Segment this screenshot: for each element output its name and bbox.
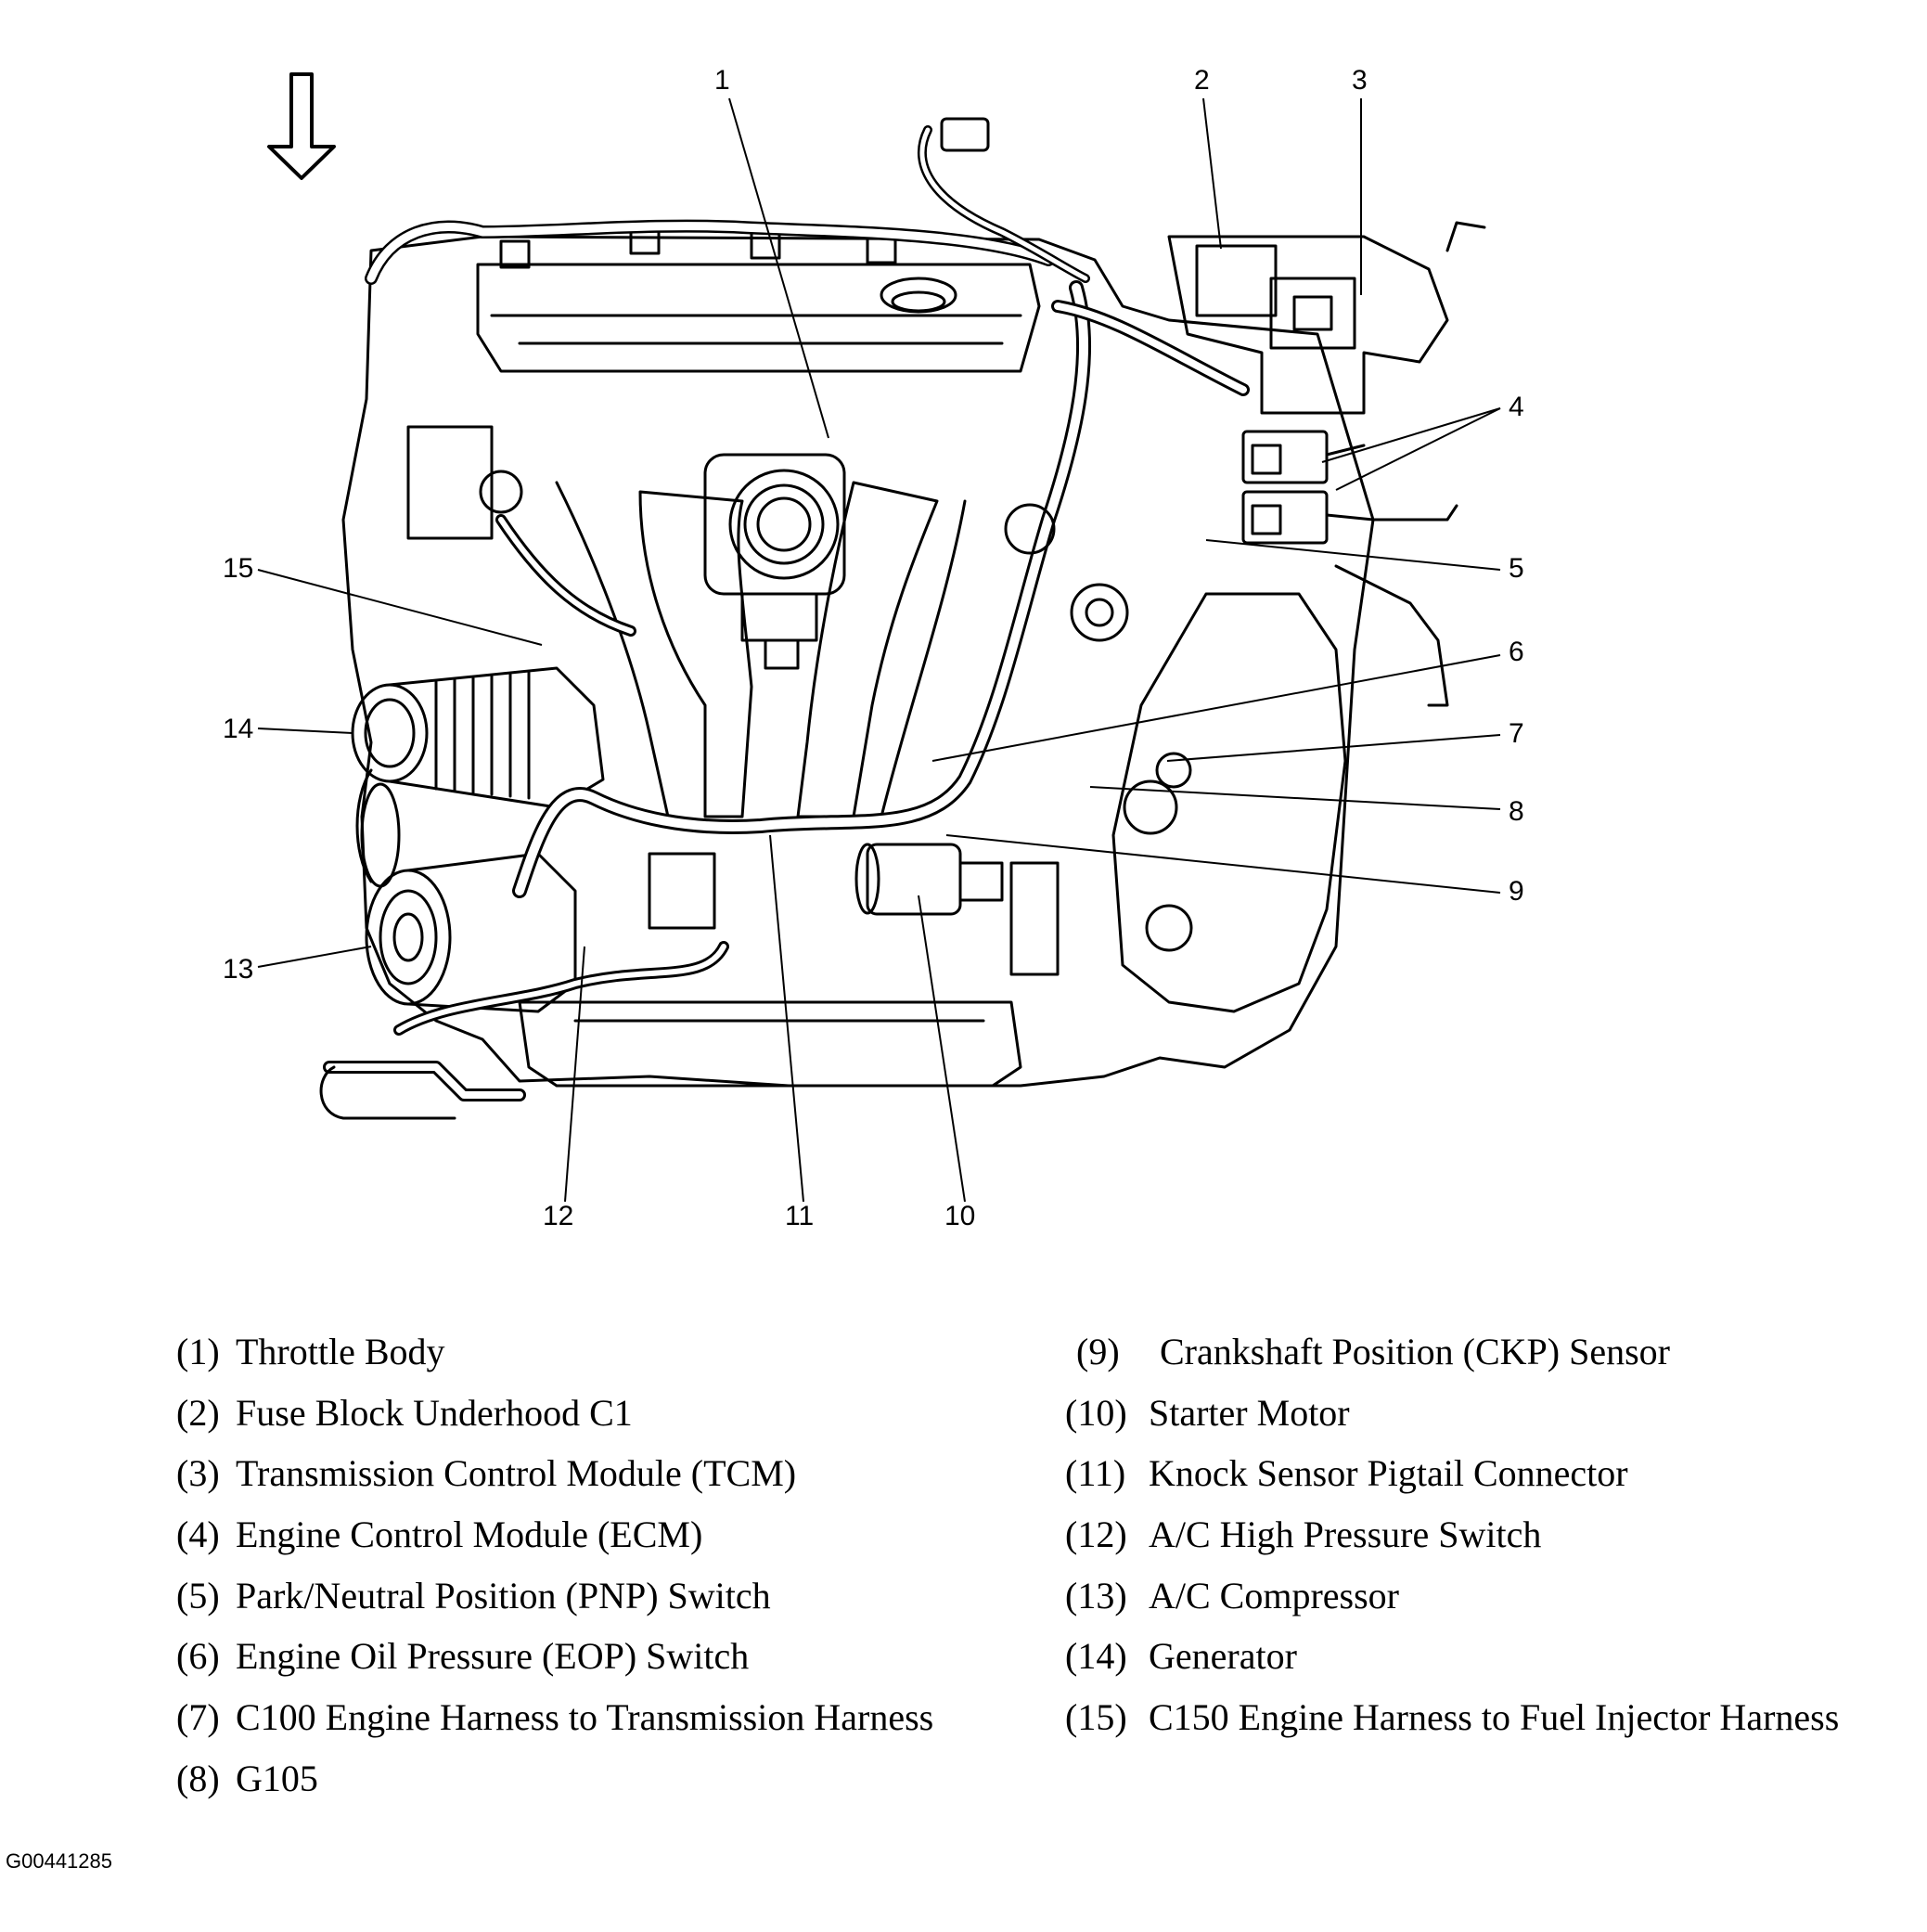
callout-4: 4: [1509, 392, 1524, 422]
callout-3: 3: [1352, 65, 1368, 96]
legend-item: (14)Generator: [1065, 1635, 1297, 1677]
legend-item: (5)Park/Neutral Position (PNP) Switch: [176, 1575, 771, 1616]
callout-9: 9: [1509, 876, 1524, 907]
starter-motor: [854, 843, 1004, 916]
legend-item: (8)G105: [176, 1758, 318, 1799]
legend-item: (4)Engine Control Module (ECM): [176, 1513, 703, 1555]
callout-5: 5: [1509, 553, 1524, 584]
leader-lines: [257, 97, 1501, 1203]
oil-pan: [518, 1000, 1022, 1088]
ac-compressor: [365, 852, 577, 1013]
callout-15: 15: [223, 553, 254, 584]
figure-id: G00441285: [6, 1849, 112, 1873]
legend-item: (3)Transmission Control Module (TCM): [176, 1452, 797, 1494]
legend-item: (1)Throttle Body: [176, 1331, 445, 1372]
generator: [351, 666, 605, 809]
callout-7: 7: [1509, 718, 1524, 749]
intake-manifold: [638, 490, 753, 818]
down-arrow-icon: [267, 72, 336, 180]
legend-item: (10)Starter Motor: [1065, 1392, 1350, 1434]
callout-13: 13: [223, 954, 254, 985]
callout-11: 11: [785, 1201, 815, 1231]
valve-cover: [476, 263, 1041, 373]
callout-6: 6: [1509, 637, 1524, 667]
callout-8: 8: [1509, 796, 1524, 827]
legend-item: (11)Knock Sensor Pigtail Connector: [1065, 1452, 1628, 1494]
legend-item: (12)A/C High Pressure Switch: [1065, 1513, 1542, 1555]
legend-item: (7)C100 Engine Harness to Transmission H…: [176, 1696, 934, 1738]
callout-1: 1: [714, 65, 730, 96]
throttle-body: [703, 453, 846, 670]
ecm-connectors: [1241, 430, 1458, 545]
callout-2: 2: [1194, 65, 1210, 96]
legend-item: (6)Engine Oil Pressure (EOP) Switch: [176, 1635, 750, 1677]
legend-item: (13)A/C Compressor: [1065, 1575, 1399, 1616]
legend-item: (15)C150 Engine Harness to Fuel Injector…: [1065, 1696, 1840, 1738]
legend-item: (2)Fuse Block Underhood C1: [176, 1392, 633, 1434]
callout-12: 12: [543, 1201, 574, 1231]
fuse-block-tcm: [1167, 221, 1486, 415]
callout-14: 14: [223, 714, 254, 744]
callout-10: 10: [944, 1201, 976, 1231]
wiring-harness-top: [365, 219, 1055, 285]
legend-item: (9)Crankshaft Position (CKP) Sensor: [1076, 1331, 1670, 1372]
transmission: [1111, 564, 1449, 1013]
